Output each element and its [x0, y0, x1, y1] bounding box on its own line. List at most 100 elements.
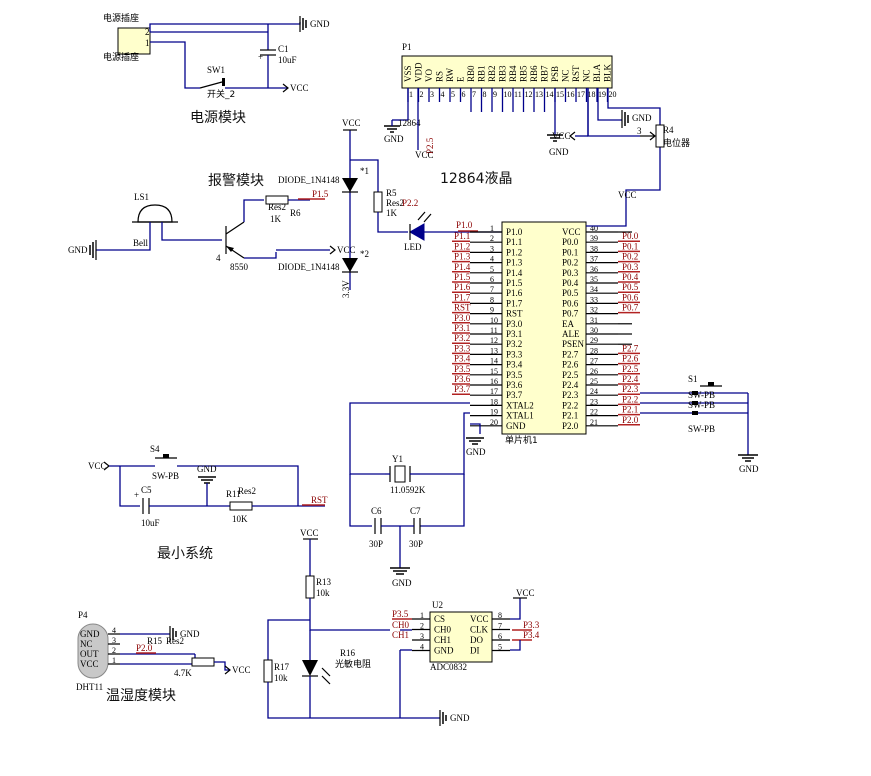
vcc-label-dht: VCC — [232, 665, 251, 675]
c6-value: 30P — [369, 539, 383, 549]
mcu-right-net-label: P2.7 — [622, 343, 639, 353]
mcu-left-pin-label: P3.5 — [506, 370, 523, 380]
gnd-label-lcd2: GND — [549, 147, 569, 157]
mcu-left-net-label: P3.5 — [454, 364, 471, 374]
mcu-left-net-label: P3.4 — [454, 354, 471, 364]
adc-left-pin-label: CH0 — [434, 625, 452, 635]
q-value: 8550 — [230, 262, 249, 272]
mcu-left-pin-label: P1.6 — [506, 288, 523, 298]
alarm-module: 报警模块 LS1 Bell GND 4 8550 Res2 1K R6 P1.5… — [68, 118, 502, 298]
r15-mid: Res2 — [166, 636, 184, 646]
r5-net: P2.2 — [402, 198, 418, 208]
lcd-pin-label: NC — [561, 69, 571, 82]
lcd-pin-label: RB1 — [477, 65, 487, 82]
mcu-left-pin-label: P3.3 — [506, 349, 523, 359]
adc-module: VCC R13 10k R17 10k R16 光敏电阻 GND U2 ADC0… — [263, 528, 540, 726]
diode-1-label: DIODE_1N4148 — [278, 175, 340, 185]
adc-ch1: CH1 — [392, 630, 409, 640]
adc-left-pin-label: GND — [434, 646, 454, 656]
r16-ref: R16 — [340, 648, 356, 658]
power-socket — [117, 27, 151, 55]
dht-part: DHT11 — [76, 682, 103, 692]
c5-ref: C5 — [141, 485, 152, 495]
mcu-left-pin-number: 12 — [490, 336, 498, 345]
dht-pin-label: GND — [80, 629, 100, 639]
mcu-left-pin-label: P3.2 — [506, 339, 522, 349]
mcu-right-net-label: P0.4 — [622, 272, 639, 282]
mcu-left-pin-number: 3 — [490, 244, 494, 253]
mcu-left-net-label: P1.6 — [454, 282, 471, 292]
led-label: LED — [404, 242, 422, 252]
mcu-left-net-label: P1.1 — [454, 231, 470, 241]
mcu-left-net-label: P3.3 — [454, 343, 471, 353]
adc-p35: P3.5 — [392, 609, 409, 619]
dht-pin-label: VCC — [80, 659, 99, 669]
s4-value: SW-PB — [152, 471, 179, 481]
lcd-p25: P2.5 — [425, 137, 435, 154]
mcu-left-net-label: P1.5 — [454, 272, 471, 282]
lcd-pin-number: 19 — [598, 90, 606, 99]
lcd-pin-label: VSS — [403, 65, 413, 82]
adc-right-pin-number: 8 — [498, 611, 502, 620]
lcd-pin-label: RB0 — [466, 65, 476, 82]
lcd-pin-number: 12 — [525, 90, 533, 99]
adc-right-pin-number: 6 — [498, 632, 502, 641]
dht-pin-number: 2 — [112, 646, 116, 655]
r11-ref: R11 — [226, 489, 241, 499]
diode-2-star: *2 — [360, 249, 369, 259]
lcd-pin-label: RB4 — [508, 65, 518, 82]
r13-value: 10k — [316, 588, 330, 598]
mcu-left-pin-number: 10 — [490, 316, 498, 325]
mcu-right-net-label: P0.0 — [622, 231, 639, 241]
bell-label: Bell — [133, 238, 148, 248]
buzzer-bell — [137, 204, 173, 223]
mcu-left-pin-label: P3.6 — [506, 380, 523, 390]
mcu-right-pin-number: 38 — [590, 244, 598, 253]
dht-pin-number: 4 — [112, 626, 116, 635]
mcu-right-net-label: P2.1 — [622, 405, 638, 415]
alarm-module-title: 报警模块 — [208, 173, 264, 189]
min-system-title: 最小系统 — [157, 546, 213, 562]
mcu-left-pin-label: P1.5 — [506, 278, 523, 288]
r15-ref: R15 — [147, 636, 163, 646]
mcu-right-net-label: P0.7 — [622, 303, 639, 313]
lcd-pin-number: 1 — [409, 90, 413, 99]
mcu-left-pin-label: P1.0 — [506, 227, 523, 237]
r11-value: 10K — [232, 514, 248, 524]
mcu-left-pin-label: XTAL2 — [506, 400, 534, 410]
dht-pin-number: 3 — [112, 636, 116, 645]
dht-ref: P4 — [78, 610, 88, 620]
mcu-left-pin-number: 7 — [490, 285, 494, 294]
lcd-pin-label: BLK — [603, 63, 613, 82]
mcu-right-pin-label: ALE — [562, 329, 580, 339]
lcd-pin-number: 20 — [609, 90, 617, 99]
adc-p33: P3.3 — [523, 620, 540, 630]
mcu-right-net-label: P0.3 — [622, 262, 639, 272]
mcu-left-pin-number: 1 — [490, 224, 494, 233]
lcd-pin-number: 4 — [441, 90, 445, 99]
dht-p20: P2.0 — [136, 643, 153, 653]
mcu-left-net-label: P3.0 — [454, 313, 471, 323]
mcu-right-pin-number: 35 — [590, 275, 598, 284]
lcd-pin-number: 15 — [556, 90, 564, 99]
mcu-left-pin-label: P3.4 — [506, 360, 523, 370]
r4-potentiometer — [655, 124, 665, 148]
gnd-label-crystal: GND — [392, 578, 412, 588]
mcu-right-net-label: P0.1 — [622, 241, 638, 251]
mcu-left-pin-label: P3.1 — [506, 329, 522, 339]
mcu-right-pin-label: P0.6 — [562, 298, 579, 308]
lcd-pin-number: 7 — [472, 90, 476, 99]
mcu-left-net-label: P3.1 — [454, 323, 470, 333]
lcd-pin-label: PSB — [550, 66, 560, 82]
y1-crystal — [394, 465, 406, 483]
r6-mid: Res2 — [268, 202, 286, 212]
mcu-left-pin-label: P1.4 — [506, 268, 523, 278]
mcu-left-pin-number: 17 — [490, 387, 498, 396]
vcc-label-adc2: VCC — [516, 588, 535, 598]
r16-photoresistor — [302, 660, 318, 676]
r6-ref: R6 — [290, 208, 301, 218]
s4-ref: S4 — [150, 444, 160, 454]
adc-left-pin-number: 4 — [420, 643, 424, 652]
